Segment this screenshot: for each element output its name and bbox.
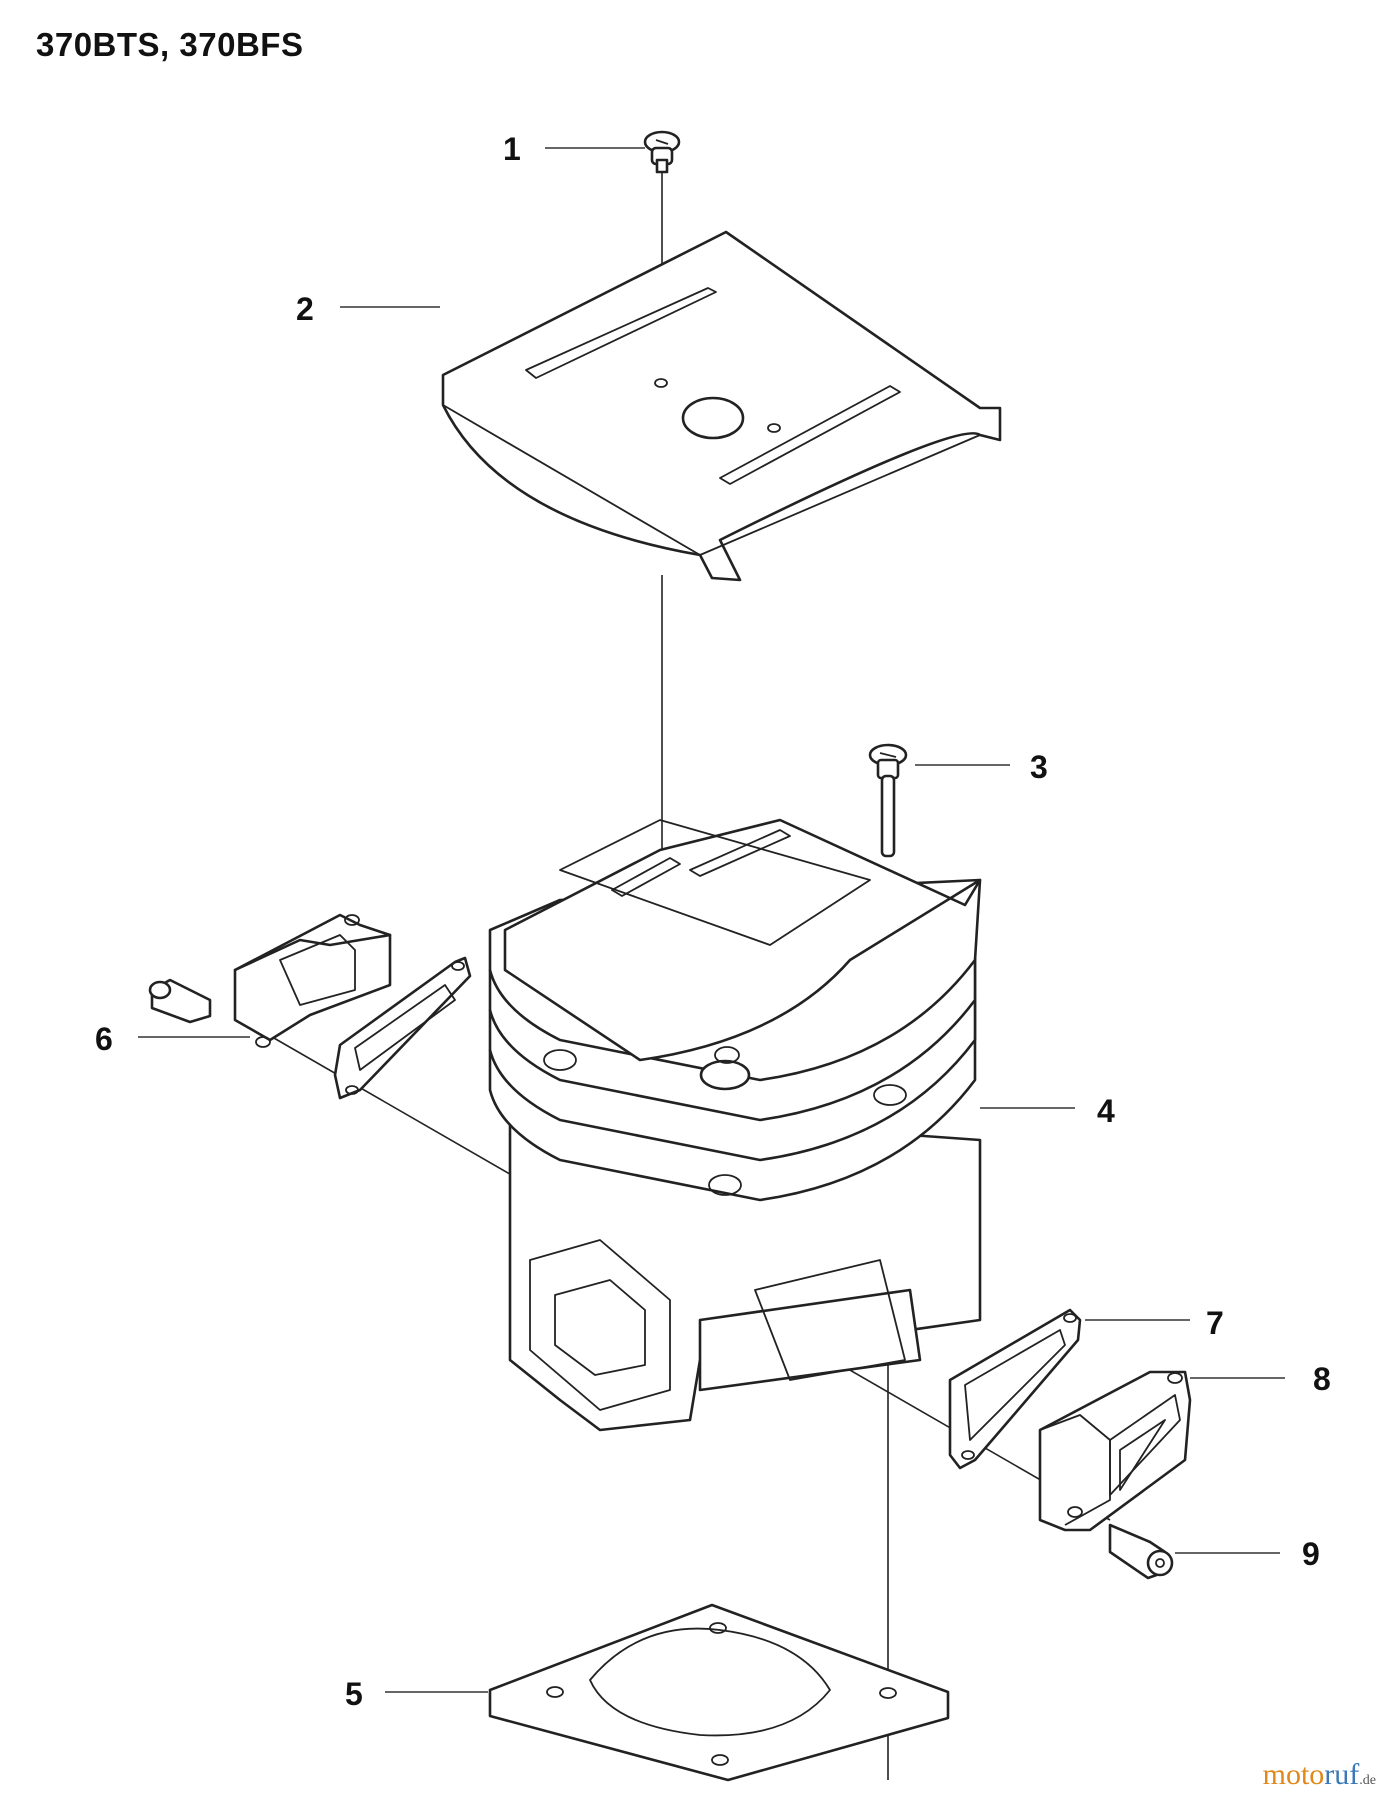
callout-3: 3 (1030, 749, 1048, 785)
callout-7: 7 (1206, 1305, 1224, 1341)
flange-gaskets (333, 956, 1082, 1470)
callout-8: 8 (1313, 1361, 1331, 1397)
watermark-main: moto (1262, 1758, 1325, 1791)
cylinder-cover-part-2 (441, 230, 1002, 582)
socket-screw-part-9 (1108, 1523, 1174, 1580)
long-bolt-part-3 (868, 743, 908, 858)
callout-4: 4 (1097, 1093, 1115, 1129)
callout-5: 5 (345, 1676, 363, 1712)
watermark-suffix: .de (1359, 1773, 1376, 1788)
base-gasket-part-5 (488, 1603, 950, 1782)
cylinder-part-4 (488, 818, 982, 1432)
callout-1: 1 (503, 131, 521, 167)
screw-part-1 (643, 130, 681, 174)
callout-9: 9 (1302, 1536, 1320, 1572)
callout-numbers: 1 2 3 4 5 6 7 8 9 (95, 131, 1331, 1712)
callout-6: 6 (95, 1021, 113, 1057)
leader-lines (138, 147, 1285, 1693)
watermark-logo: motoruf.de (1263, 1758, 1376, 1792)
intake-flange-right-part-8 (1038, 1370, 1192, 1532)
watermark-accent: ruf (1324, 1758, 1360, 1791)
intake-flange-left-part-6 (148, 913, 392, 1048)
callout-2: 2 (296, 291, 314, 327)
diagram-title: 370BTS, 370BFS (36, 26, 304, 63)
